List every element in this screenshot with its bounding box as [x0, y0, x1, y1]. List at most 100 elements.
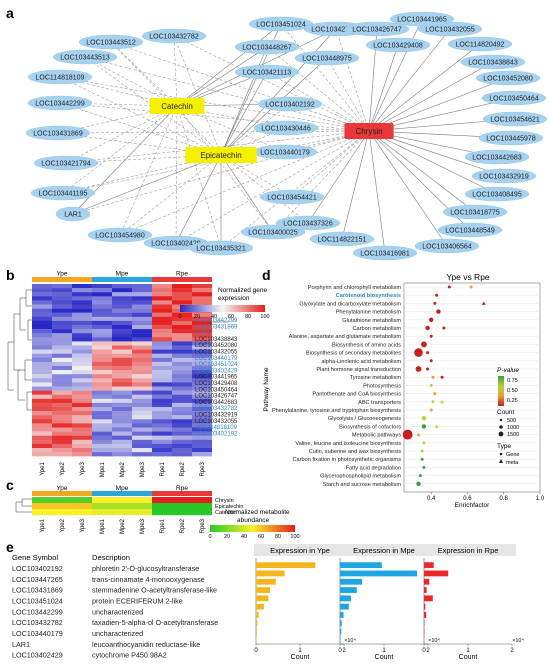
- heatmap-cell: [52, 366, 72, 370]
- gene-node: LOC103406564: [415, 239, 479, 253]
- heatmap-cell: [92, 346, 112, 350]
- heatmap-cell: [72, 423, 92, 427]
- category-label: Carbon fixation in photosynthetic organi…: [292, 457, 401, 463]
- table-cell-description: leucoanthocyanidin reductase-like: [92, 640, 200, 649]
- data-point-gene: [430, 359, 433, 362]
- heatmap-cell: [92, 407, 112, 411]
- heatmap-cell: [192, 284, 212, 288]
- heatmap-cell: [92, 288, 112, 292]
- gene-node: LOC103454421: [260, 190, 324, 204]
- heatmap-cell: [72, 329, 92, 333]
- row-label: LOC103452080: [195, 343, 238, 349]
- heatmap-cell: [72, 403, 92, 407]
- heatmap-cell: [172, 333, 192, 337]
- data-point-gene: [416, 482, 420, 486]
- network-edge: [369, 131, 385, 253]
- heatmap-cell: [32, 452, 52, 456]
- data-point-gene: [422, 466, 425, 469]
- row-label: LOC103442683: [195, 400, 238, 406]
- heatmap-cell: [52, 403, 72, 407]
- table-cell-gene: LOC103432782: [12, 618, 63, 627]
- heatmap-cell: [132, 337, 152, 341]
- gene-node: LOC103450464: [482, 91, 546, 105]
- heatmap-cell: [112, 497, 132, 503]
- heatmap-cell: [112, 432, 132, 436]
- heatmap-cell: [72, 296, 92, 300]
- hub-node-label: Chrysin: [355, 127, 382, 136]
- heatmap-cell: [132, 305, 152, 309]
- x-scale-label: ×10⁴: [344, 637, 356, 644]
- heatmap-cell: [112, 309, 132, 313]
- heatmap-cell: [32, 337, 52, 341]
- heatmap-cell: [32, 333, 52, 337]
- heatmap-cell: [32, 341, 52, 345]
- heatmap-cell: [192, 300, 212, 304]
- row-dendrogram: [8, 290, 32, 410]
- heatmap-cell: [52, 346, 72, 350]
- heatmap-cell: [172, 337, 192, 341]
- heatmap-cell: [132, 296, 152, 300]
- gene-node: LOC103448549: [438, 223, 502, 237]
- heatmap-cell: [112, 423, 132, 427]
- heatmap-cell: [192, 292, 212, 296]
- table-cell-gene: LAR1: [12, 640, 30, 649]
- heatmap-cell: [52, 503, 72, 509]
- data-point-gene: [422, 416, 426, 420]
- heatmap-cell: [112, 444, 132, 448]
- heatmap-cell: [32, 448, 52, 452]
- heatmap-cell: [132, 428, 152, 432]
- bar: [340, 595, 351, 601]
- data-point-gene: [422, 424, 426, 428]
- column-label: Mpe3: [140, 518, 146, 534]
- heatmap-cell: [132, 440, 152, 444]
- gene-node-label: LOC103430446: [261, 126, 311, 133]
- heatmap-cell: [192, 288, 212, 292]
- heatmap-cell: [152, 313, 172, 317]
- heatmap-cell: [92, 497, 112, 503]
- category-label: Glutathione metabolism: [342, 318, 401, 324]
- dendrogram-branch: [27, 392, 32, 410]
- heatmap-cell: [92, 300, 112, 304]
- heatmap-cell: [92, 284, 112, 288]
- gene-node-label: LOC103448549: [445, 228, 495, 235]
- gene-node-label: LOC103429408: [373, 43, 423, 50]
- heatmap-cell: [112, 415, 132, 419]
- gene-node: LOC103443513: [53, 50, 117, 64]
- heatmap-cell: [132, 503, 152, 509]
- network-edge: [58, 131, 369, 133]
- heatmap-cell: [152, 436, 172, 440]
- heatmap-cell: [92, 411, 112, 415]
- category-label: Fatty acid degradation: [346, 465, 401, 471]
- gene-node: LOC103442683: [465, 150, 529, 164]
- network-edge: [221, 72, 267, 155]
- legend-bar: [210, 525, 295, 532]
- heatmap-cell: [132, 399, 152, 403]
- gene-node: LOC103441195: [31, 186, 95, 200]
- network-edge: [60, 103, 369, 131]
- data-point-gene: [419, 474, 422, 477]
- bar: [340, 579, 362, 585]
- group-bar-mpe: [92, 277, 152, 282]
- legend-tick: 60: [228, 314, 234, 320]
- row-label: LOC103440179: [195, 356, 238, 362]
- gene-node-label: LOC103451024: [256, 22, 306, 29]
- heatmap-cell: [112, 370, 132, 374]
- heatmap-cell: [32, 432, 52, 436]
- gene-node-label: LOC103448267: [242, 45, 292, 52]
- heatmap-cell: [132, 284, 152, 288]
- heatmap-cell: [72, 300, 92, 304]
- heatmap-cell: [112, 395, 132, 399]
- heatmap-cell: [172, 444, 192, 448]
- heatmap-cell: [32, 428, 52, 432]
- heatmap-cell: [52, 358, 72, 362]
- heatmap-cell: [72, 444, 92, 448]
- heatmap-cell: [52, 354, 72, 358]
- legend-title-2: abundance: [237, 517, 270, 524]
- group-label: Rpe: [176, 485, 188, 492]
- heatmap-cell: [52, 333, 72, 337]
- type-legend-gene: Gene: [506, 452, 519, 458]
- gene-node-label: LOC103448975: [302, 56, 352, 63]
- x-tick-label: 0.4: [427, 496, 436, 502]
- panel-label-d: d: [262, 267, 271, 283]
